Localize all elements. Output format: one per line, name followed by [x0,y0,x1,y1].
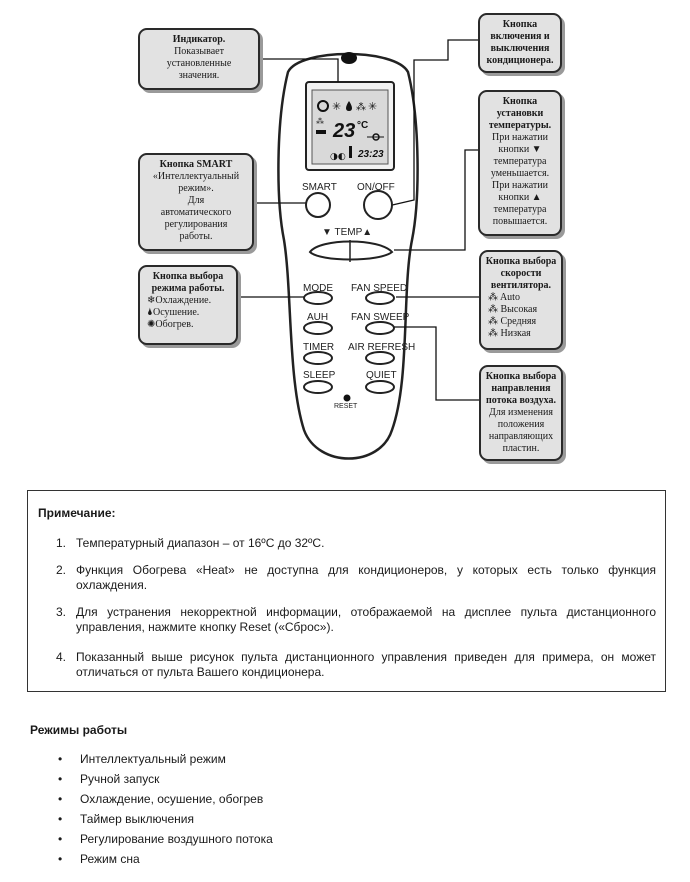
callout-smart: Кнопка SMART «Интеллектуальный режим». Д… [138,153,254,251]
svg-text:⁂: ⁂ [356,101,366,113]
fan-icon: ⁂ [488,316,501,327]
reset-label: RESET [334,403,358,410]
smart-label: SMART [302,182,337,193]
fan-medium: ⁂ Средняя [488,316,537,327]
quiet-label: QUIET [366,370,397,381]
remote-control-drawing: ✳ ⁂ ✳ ⁂ ◑◐ [238,39,479,460]
fan-icon: ⁂ [488,304,501,315]
sleep-label: SLEEP [303,370,336,381]
fan-icon: ⁂ [488,328,501,339]
note-box [27,490,666,692]
note-title: Примечание: [38,506,116,520]
svg-text:✳: ✳ [332,100,341,113]
callout-sweep: Кнопка выбора направления потока воздуха… [479,365,563,461]
lcd-unit: °C [357,120,369,131]
lcd-icons: ✳ ⁂ ✳ ⁂ ◑◐ [316,100,384,162]
temp-label: ▼ TEMP▲ [322,227,373,238]
svg-text:✳: ✳ [368,100,377,113]
callout-temp: Кнопка установки температуры. При нажати… [478,90,562,236]
callout-fan-speed: Кнопка выбора скорости вентилятора. ⁂ Au… [479,250,563,350]
onoff-label: ON/OFF [357,182,395,193]
fan-auto: ⁂ Auto [488,292,520,303]
fan-icon: ⁂ [488,292,500,303]
fan-low: ⁂ Низкая [488,328,531,339]
auh-label: AUH [307,312,329,323]
remote-control-figure: ✳ ⁂ ✳ ⁂ ◑◐ 23 °C 23:23 SMART ON/OFF ▼ TE… [138,13,563,461]
timer-label: TIMER [303,342,335,353]
lcd-temperature: 23 [333,120,356,142]
callout-indicator: Индикатор. Показывает установленные знач… [138,28,260,90]
svg-text:⁂: ⁂ [316,116,324,126]
air-refresh-label: AIR REFRESH [348,342,416,353]
callout-mode: Кнопка выбора режима работы. ❄Охлаждение… [138,265,238,345]
fan-high: ⁂ Высокая [488,304,538,315]
callout-power: Кнопка включения и выключения кондиционе… [478,13,562,73]
fan-speed-label: FAN SPEED [351,283,408,294]
lcd-clock: 23:23 [358,149,384,160]
modes-title: Режимы работы [30,723,128,737]
mode-label: MODE [303,283,333,294]
fan-sweep-label: FAN SWEEP [351,312,410,323]
svg-text:◑◐: ◑◐ [330,152,346,162]
